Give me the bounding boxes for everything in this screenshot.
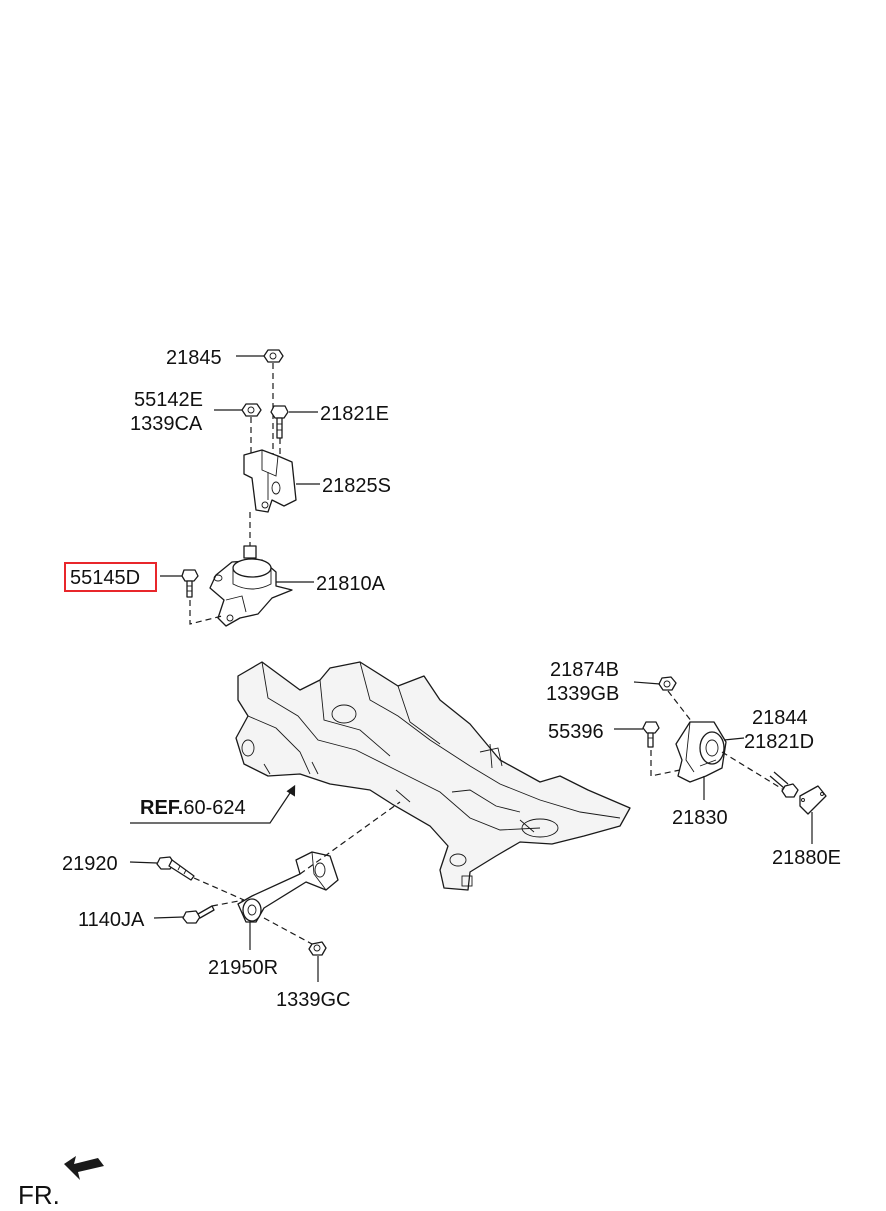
bolt-21844	[769, 771, 799, 798]
label-55142E: 55142E	[134, 389, 203, 411]
bolt-21920	[156, 856, 195, 881]
label-21880E: 21880E	[772, 847, 841, 869]
label-1339GC: 1339GC	[276, 989, 351, 1011]
ref-prefix: REF.	[140, 797, 183, 819]
front-direction-indicator: FR.	[18, 1156, 104, 1210]
front-arrow-icon	[64, 1156, 104, 1180]
label-21821E: 21821E	[320, 403, 389, 425]
label-55145D[interactable]: 55145D	[70, 567, 140, 589]
reference-callout: REF.60-624	[130, 784, 296, 824]
bolt-55145D	[181, 569, 199, 598]
front-label: FR.	[18, 1180, 60, 1210]
label-21874B: 21874B	[550, 659, 619, 681]
label-1140JA: 1140JA	[78, 909, 145, 931]
mount-21830	[675, 721, 727, 783]
label-21830: 21830	[672, 807, 728, 829]
label-1339GB: 1339GB	[546, 683, 619, 705]
bolt-1140JA	[182, 905, 215, 924]
nut-55142E	[241, 403, 262, 417]
highlight-box	[64, 562, 157, 592]
label-21950R: 21950R	[208, 957, 278, 979]
label-21821D: 21821D	[744, 731, 814, 753]
cover-21880E	[799, 785, 827, 815]
label-21844: 21844	[752, 707, 808, 729]
nut-21845	[263, 349, 284, 363]
label-1339CA: 1339CA	[130, 413, 203, 435]
transmission-mount-assembly	[642, 676, 827, 815]
label-21825S: 21825S	[322, 475, 391, 497]
bracket-21825S	[243, 449, 297, 513]
mount-21810A	[209, 545, 293, 627]
label-55396: 55396	[548, 721, 604, 743]
roll-rod-21950R	[237, 851, 339, 923]
bolt-21821E	[270, 405, 289, 439]
label-21845: 21845	[166, 347, 222, 369]
bolt-55396	[642, 721, 660, 748]
nut-21874B	[658, 676, 677, 691]
subframe	[235, 661, 631, 891]
part-labels: 21845 55142E 1339CA 21821E 21825S 55145D…	[62, 347, 841, 1011]
engine-mount-assembly	[181, 349, 297, 627]
label-21920: 21920	[62, 853, 118, 875]
roll-rod-assembly	[156, 801, 401, 956]
svg-text:REF.60-624: REF.60-624	[140, 797, 246, 819]
ref-code: 60-624	[183, 797, 245, 819]
nut-1339GC	[308, 941, 327, 956]
label-21810A: 21810A	[316, 573, 386, 595]
